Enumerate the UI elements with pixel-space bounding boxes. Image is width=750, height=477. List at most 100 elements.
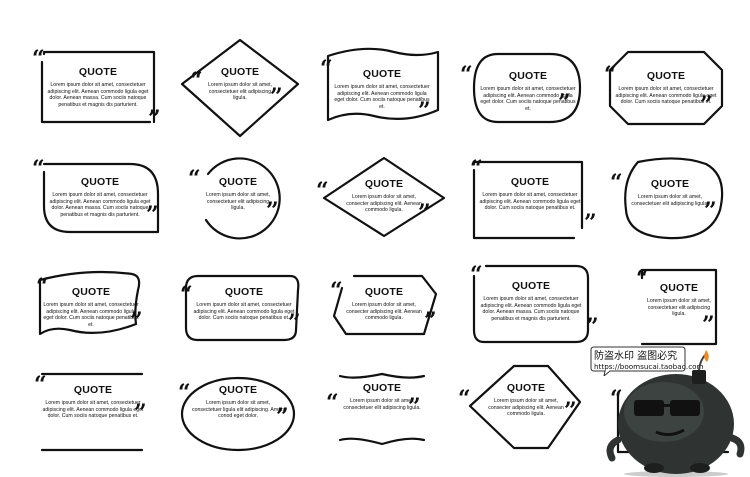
quote-body: Lorem ipsum dolor sit amet, consectetuer… bbox=[479, 192, 581, 212]
close-quote-mark: ” bbox=[702, 312, 715, 338]
quote-text-block: QUOTE Lorem ipsum dolor sit amet, consect… bbox=[42, 286, 140, 328]
frame-outline bbox=[180, 376, 296, 452]
quote-text-block: QUOTE Lorem ipsum dolor sit amet, consect… bbox=[202, 66, 278, 102]
quote-title: QUOTE bbox=[71, 286, 111, 298]
open-quote-mark: “ bbox=[610, 386, 623, 412]
quote-body: Lorem ipsum dolor sit amet, consectetuer… bbox=[42, 400, 144, 420]
quote-title: QUOTE bbox=[362, 68, 402, 80]
open-quote-mark: “ bbox=[636, 266, 649, 292]
quote-frame: “ ” QUOTE Lorem ipsum dolor sit amet, conse… bbox=[314, 362, 450, 462]
quote-text-block: QUOTE Lorem ipsum dolor sit amet, consect… bbox=[192, 384, 284, 420]
frame-outline bbox=[468, 364, 582, 450]
open-quote-mark: “ bbox=[460, 62, 473, 88]
quote-text-block: QUOTE Lorem ipsum dolor sit amet, consect… bbox=[644, 282, 714, 318]
frame-outline bbox=[40, 50, 156, 124]
quote-title: QUOTE bbox=[220, 66, 260, 78]
quote-title: QUOTE bbox=[218, 176, 258, 188]
close-quote-mark: ” bbox=[564, 398, 577, 424]
quote-title: QUOTE bbox=[510, 176, 550, 188]
quote-body: Lorem ipsum dolor sit amet, consectetuer… bbox=[615, 86, 717, 106]
quote-frame: “ ” QUOTE Lorem ipsum dolor sit amet, conse… bbox=[456, 40, 592, 140]
quote-body: Lorem ipsum dolor sit amet, consectetuer… bbox=[193, 302, 295, 322]
close-quote-mark: ” bbox=[418, 200, 431, 226]
quote-title: QUOTE bbox=[659, 282, 699, 294]
watermark-line2: https://boomsucai.taobao.com bbox=[594, 362, 704, 371]
open-quote-mark: “ bbox=[470, 156, 483, 182]
close-quote-mark: ” bbox=[584, 210, 597, 236]
quote-text-block: QUOTE Lorem ipsum dolor sit amet, consect… bbox=[190, 286, 298, 322]
quote-body: Lorem ipsum dolor sit amet, consectetuer… bbox=[631, 194, 709, 207]
open-quote-mark: “ bbox=[326, 390, 339, 416]
quote-title: QUOTE bbox=[650, 178, 690, 190]
quote-frame: “ ” QUOTE Lorem ipsum dolor sit amet, conse… bbox=[598, 40, 734, 140]
open-quote-mark: “ bbox=[330, 278, 343, 304]
frame-outline bbox=[42, 162, 160, 234]
open-quote-mark: “ bbox=[188, 166, 201, 192]
open-quote-mark: “ bbox=[610, 170, 623, 196]
close-quote-mark: ” bbox=[408, 394, 421, 420]
quote-title: QUOTE bbox=[364, 286, 404, 298]
open-quote-mark: “ bbox=[320, 56, 333, 82]
quote-body: Lorem ipsum dolor sit amet, consectetuer… bbox=[192, 400, 284, 420]
close-quote-mark: ” bbox=[266, 198, 279, 224]
open-quote-mark: “ bbox=[190, 68, 203, 94]
frame-outline bbox=[338, 372, 426, 446]
open-quote-mark: “ bbox=[36, 274, 49, 300]
open-quote-mark: “ bbox=[604, 62, 617, 88]
quote-title: QUOTE bbox=[364, 178, 404, 190]
quote-body: Lorem ipsum dolor sit amet, consectetuer… bbox=[207, 82, 272, 102]
frame-outline bbox=[204, 157, 281, 240]
quote-body: Lorem ipsum dolor sit amet, consectetuer… bbox=[205, 192, 270, 212]
quote-title: QUOTE bbox=[646, 70, 686, 82]
open-quote-mark: “ bbox=[32, 46, 45, 72]
open-quote-mark: “ bbox=[316, 178, 329, 204]
close-quote-mark: ” bbox=[700, 92, 713, 118]
frame-outline bbox=[608, 50, 724, 126]
quote-title: QUOTE bbox=[80, 176, 120, 188]
quote-text-block: QUOTE Lorem ipsum dolor sit amet, consect… bbox=[478, 176, 582, 212]
quote-frame: “ ” QUOTE Lorem ipsum dolor sit amet, conse… bbox=[314, 40, 450, 140]
quote-frame: “ ” QUOTE Lorem ipsum dolor sit amet, conse… bbox=[598, 260, 734, 360]
watermark-line1: 防盗水印 盗图必究 bbox=[594, 351, 678, 362]
quote-title: QUOTE bbox=[73, 384, 113, 396]
quote-text-block: QUOTE Lorem ipsum dolor sit amet, consect… bbox=[42, 384, 144, 420]
quote-body: Lorem ipsum dolor sit amet, consectetuer… bbox=[343, 398, 421, 411]
open-quote-mark: “ bbox=[458, 386, 471, 412]
bomb-mascot-icon bbox=[606, 350, 745, 477]
quote-text-block: QUOTE Lorem ipsum dolor sit amet, consect… bbox=[342, 382, 422, 411]
frame-outline bbox=[624, 157, 724, 240]
close-quote-mark: ” bbox=[424, 308, 437, 334]
quote-frame: “ ” QUOTE Lorem ipsum dolor sit amet, conse… bbox=[172, 150, 308, 250]
close-quote-mark: ” bbox=[288, 310, 301, 336]
quote-body: Lorem ipsum dolor sit amet, consectetuer… bbox=[43, 302, 139, 328]
quote-title: QUOTE bbox=[224, 286, 264, 298]
quote-title: QUOTE bbox=[362, 382, 402, 394]
close-quote-mark: ” bbox=[130, 308, 143, 334]
quote-title: QUOTE bbox=[218, 384, 258, 396]
close-quote-mark: ” bbox=[418, 98, 431, 124]
quote-body: Lorem ipsum dolor sit amet, consectetuer… bbox=[646, 298, 711, 318]
quote-body: Lorem ipsum dolor sit amet, consectetuer… bbox=[334, 84, 430, 110]
close-quote-mark: ” bbox=[558, 90, 571, 116]
quote-body: Lorem ipsum dolor sit amet, consectetuer… bbox=[480, 86, 576, 112]
close-quote-mark: ” bbox=[148, 106, 161, 132]
close-quote-mark: ” bbox=[586, 314, 599, 340]
quote-title: QUOTE bbox=[508, 70, 548, 82]
quote-text-block: QUOTE Lorem ipsum dolor sit amet, consect… bbox=[332, 68, 432, 110]
frame-outline bbox=[472, 52, 582, 124]
